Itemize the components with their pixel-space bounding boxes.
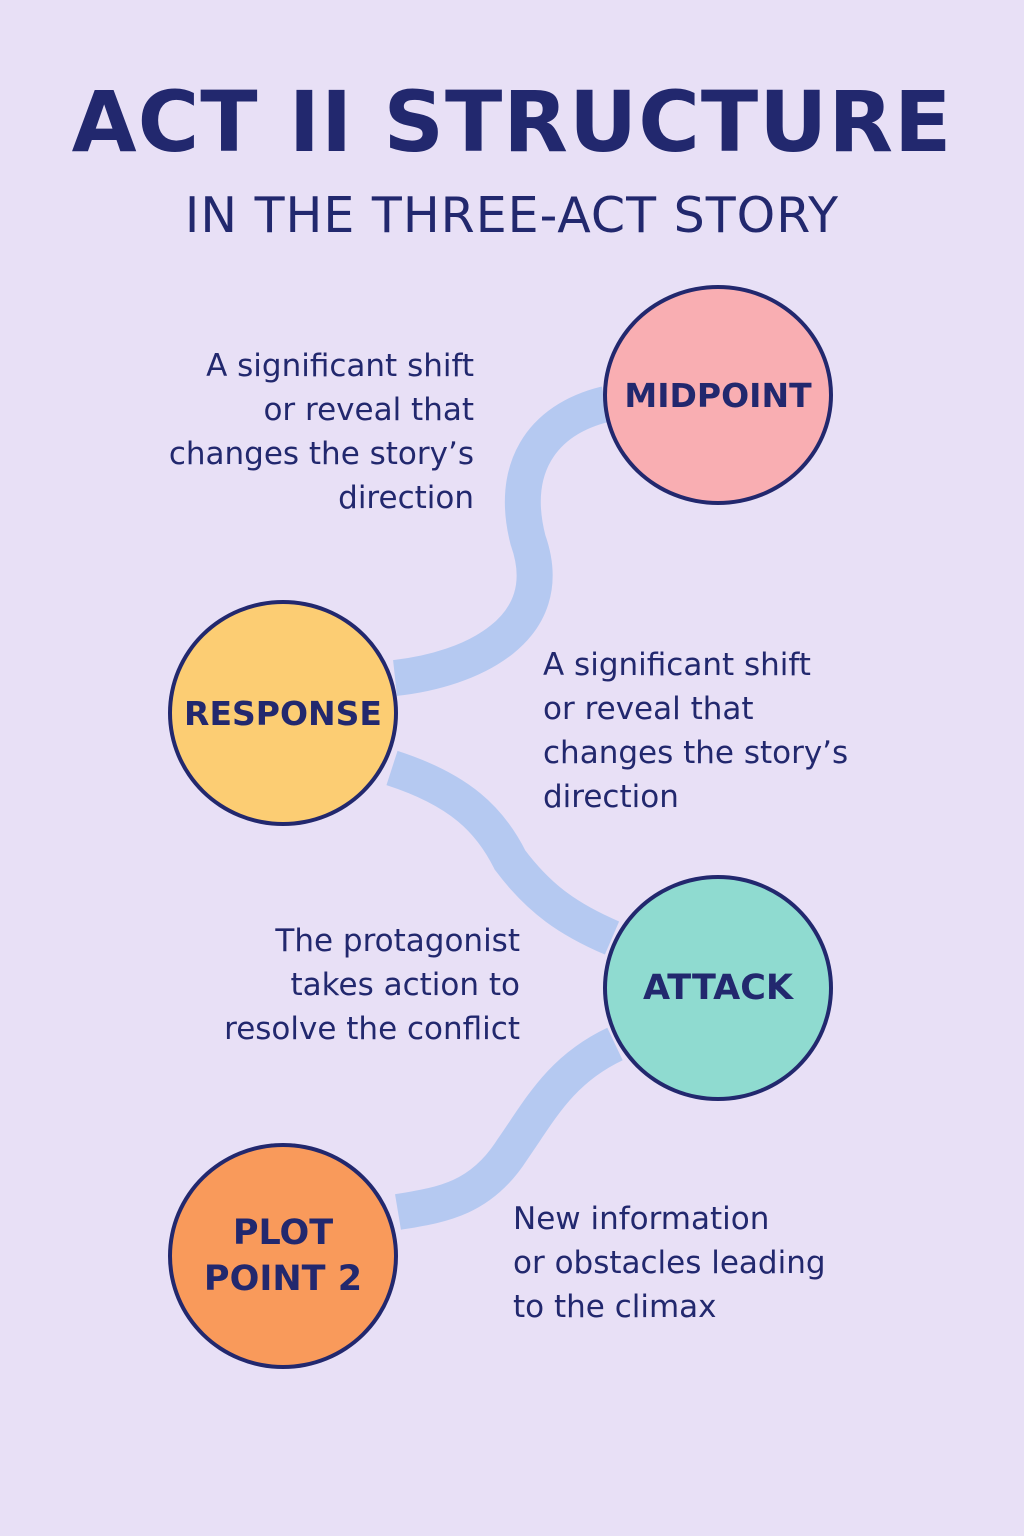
attack-label: ATTACK [642, 968, 794, 1008]
page-subtitle: IN THE THREE-ACT STORY [184, 187, 840, 244]
plot-point-2-description: New information or obstacles leading to … [513, 1201, 826, 1325]
plot-point-2-label-line1: PLOT [232, 1213, 334, 1253]
midpoint-node: MIDPOINT [603, 285, 833, 505]
response-node: RESPONSE [168, 600, 398, 826]
page-title: ACT II STRUCTURE [71, 73, 953, 171]
response-description: A significant shift or reveal that chang… [543, 647, 849, 815]
path-response-to-attack [386, 750, 620, 955]
attack-description: The protagonist takes action to resolve … [224, 923, 520, 1047]
midpoint-description: A significant shift or reveal that chang… [168, 348, 474, 516]
attack-node: ATTACK [603, 875, 833, 1101]
path-attack-to-plot-point-2 [395, 1027, 624, 1230]
plot-point-2-label: PLOT POINT 2 [204, 1210, 362, 1302]
plot-point-2-node: PLOT POINT 2 [168, 1143, 398, 1369]
midpoint-label: MIDPOINT [624, 375, 812, 415]
response-label: RESPONSE [184, 693, 382, 733]
path-midpoint-to-response [392, 386, 611, 696]
plot-point-2-label-line2: POINT 2 [203, 1259, 363, 1299]
